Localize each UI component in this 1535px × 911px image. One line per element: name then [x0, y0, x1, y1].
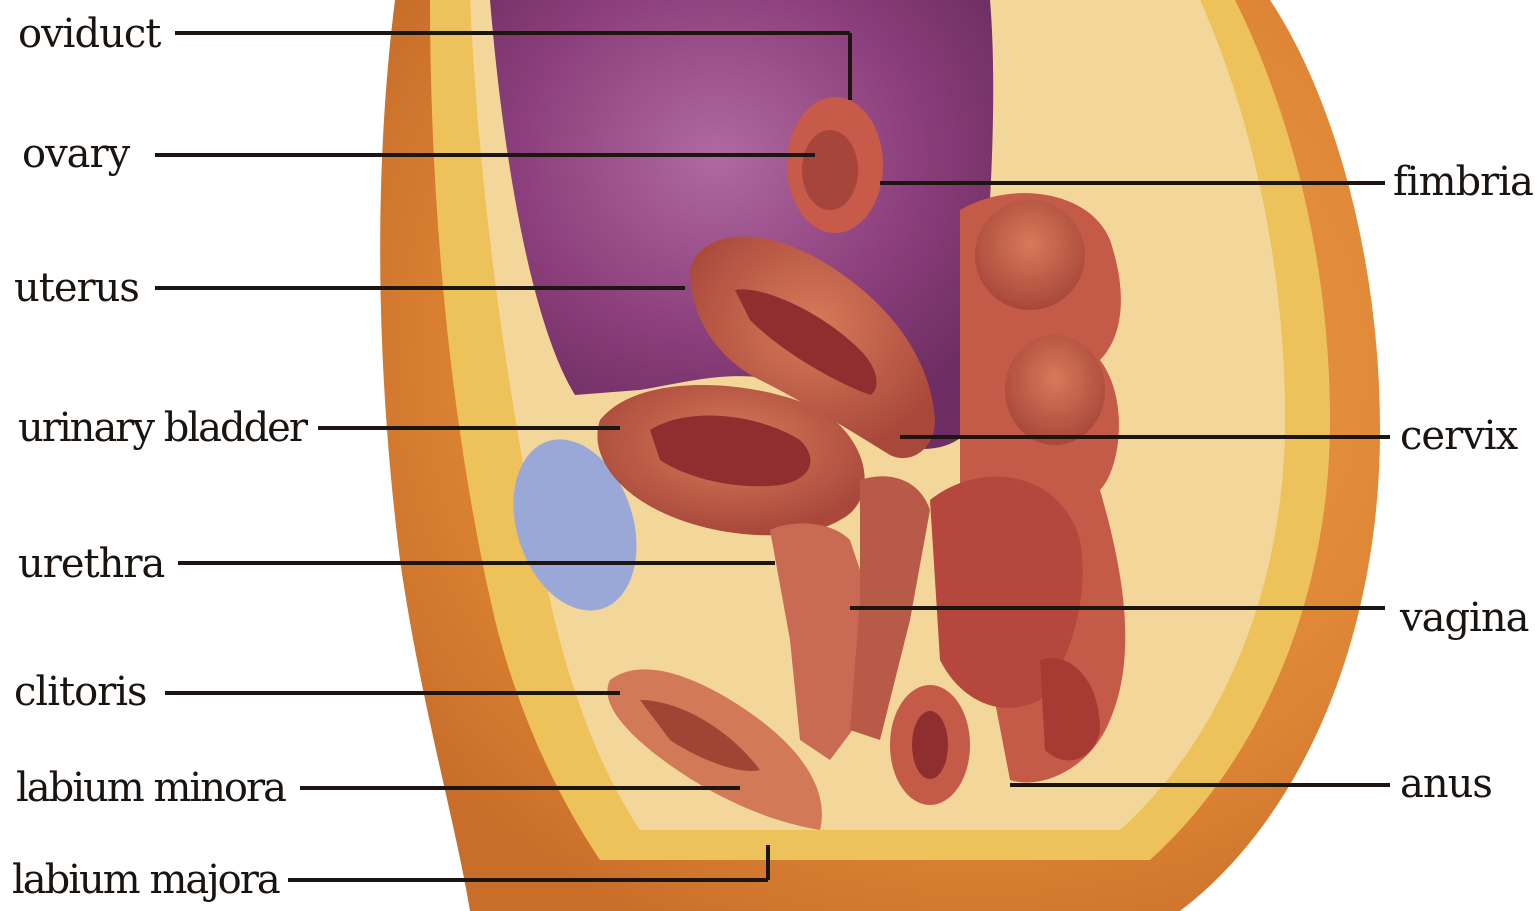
label-cervix: cervix: [1400, 416, 1517, 456]
label-oviduct: oviduct: [18, 14, 160, 54]
label-anus: anus: [1400, 764, 1492, 804]
label-ovary: ovary: [22, 134, 129, 174]
label-urinary-bladder: urinary bladder: [18, 408, 306, 448]
label-fimbria: fimbria: [1393, 162, 1533, 202]
label-vagina: vagina: [1400, 598, 1528, 638]
label-labium-minora: labium minora: [16, 768, 285, 808]
label-urethra: urethra: [18, 544, 164, 584]
label-clitoris: clitoris: [14, 672, 147, 712]
label-uterus: uterus: [14, 268, 139, 308]
label-labium-majora: labium majora: [12, 860, 279, 900]
